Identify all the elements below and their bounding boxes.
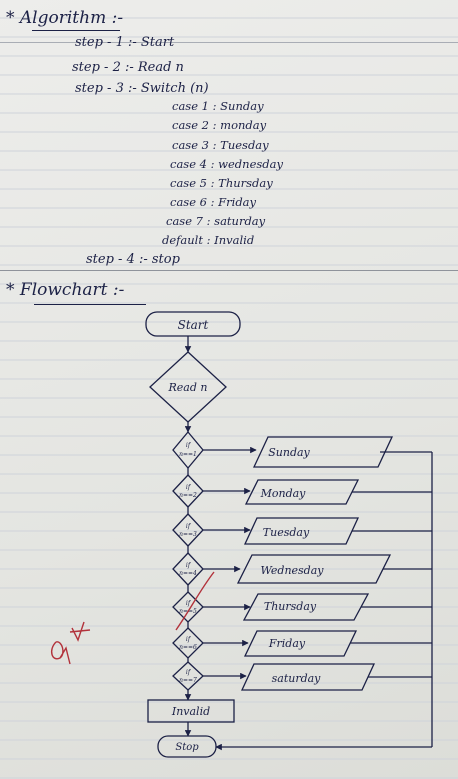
condition-diamond — [172, 591, 204, 623]
invalid-label: Invalid — [171, 705, 210, 718]
case-line: case 7 : saturday — [166, 214, 266, 228]
case-line: case 3 : Tuesday — [172, 138, 269, 152]
condition-label: n==3 — [179, 531, 197, 538]
output-label: saturday — [272, 672, 322, 685]
step-4: step - 4 :- stop — [86, 252, 180, 267]
output-label: Wednesday — [260, 564, 324, 577]
case-line: case 2 : monday — [172, 118, 267, 132]
output-label: Sunday — [268, 446, 310, 459]
teacher-mark — [50, 571, 215, 665]
step-1: step - 1 :- Start — [75, 35, 175, 50]
condition-label: if — [186, 523, 192, 530]
condition-diamond — [172, 430, 204, 470]
condition-label: n==4 — [179, 570, 197, 577]
read-label: Read n — [168, 381, 208, 394]
ruled-line — [0, 42, 458, 43]
condition-diamond — [172, 627, 204, 659]
ruled-line — [0, 270, 458, 271]
output-label: Monday — [260, 487, 307, 500]
algorithm-heading: * Algorithm :- — [6, 8, 124, 28]
start-label: Start — [178, 318, 209, 332]
condition-diamond — [172, 474, 204, 508]
condition-label: if — [186, 669, 192, 676]
output-box — [243, 630, 358, 657]
condition-diamond — [172, 552, 204, 586]
output-box — [240, 663, 376, 691]
condition-label: if — [186, 636, 192, 643]
output-label: Friday — [268, 637, 306, 650]
condition-diamond — [172, 661, 204, 691]
heading-underline — [34, 304, 146, 305]
output-box — [244, 479, 360, 505]
condition-label: n==7 — [179, 677, 197, 684]
condition-label: n==2 — [179, 492, 197, 499]
output-box — [236, 554, 392, 584]
case-line: case 5 : Thursday — [170, 176, 273, 190]
stop-terminal — [157, 735, 217, 758]
invalid-box — [147, 699, 235, 723]
case-line: case 1 : Sunday — [172, 99, 264, 113]
stop-label: Stop — [175, 742, 199, 753]
condition-label: n==6 — [179, 644, 197, 651]
output-box — [242, 593, 370, 621]
condition-label: if — [186, 562, 192, 569]
case-line: case 4 : wednesday — [170, 157, 284, 171]
start-terminal — [145, 311, 241, 337]
condition-diamond — [172, 513, 204, 547]
output-box — [243, 517, 360, 545]
output-label: Tuesday — [263, 526, 310, 539]
heading-underline — [32, 30, 120, 31]
step-2: step - 2 :- Read n — [72, 60, 184, 75]
case-line: case 6 : Friday — [170, 195, 257, 209]
condition-label: if — [186, 484, 192, 491]
output-label: Thursday — [264, 600, 317, 613]
case-line: default : Invalid — [162, 233, 255, 247]
condition-label: n==1 — [179, 451, 197, 458]
condition-label: if — [186, 600, 192, 607]
step-3: step - 3 :- Switch (n) — [75, 81, 209, 96]
condition-label: if — [186, 442, 192, 449]
output-box — [252, 436, 394, 468]
flowchart-heading: * Flowchart :- — [6, 280, 125, 300]
